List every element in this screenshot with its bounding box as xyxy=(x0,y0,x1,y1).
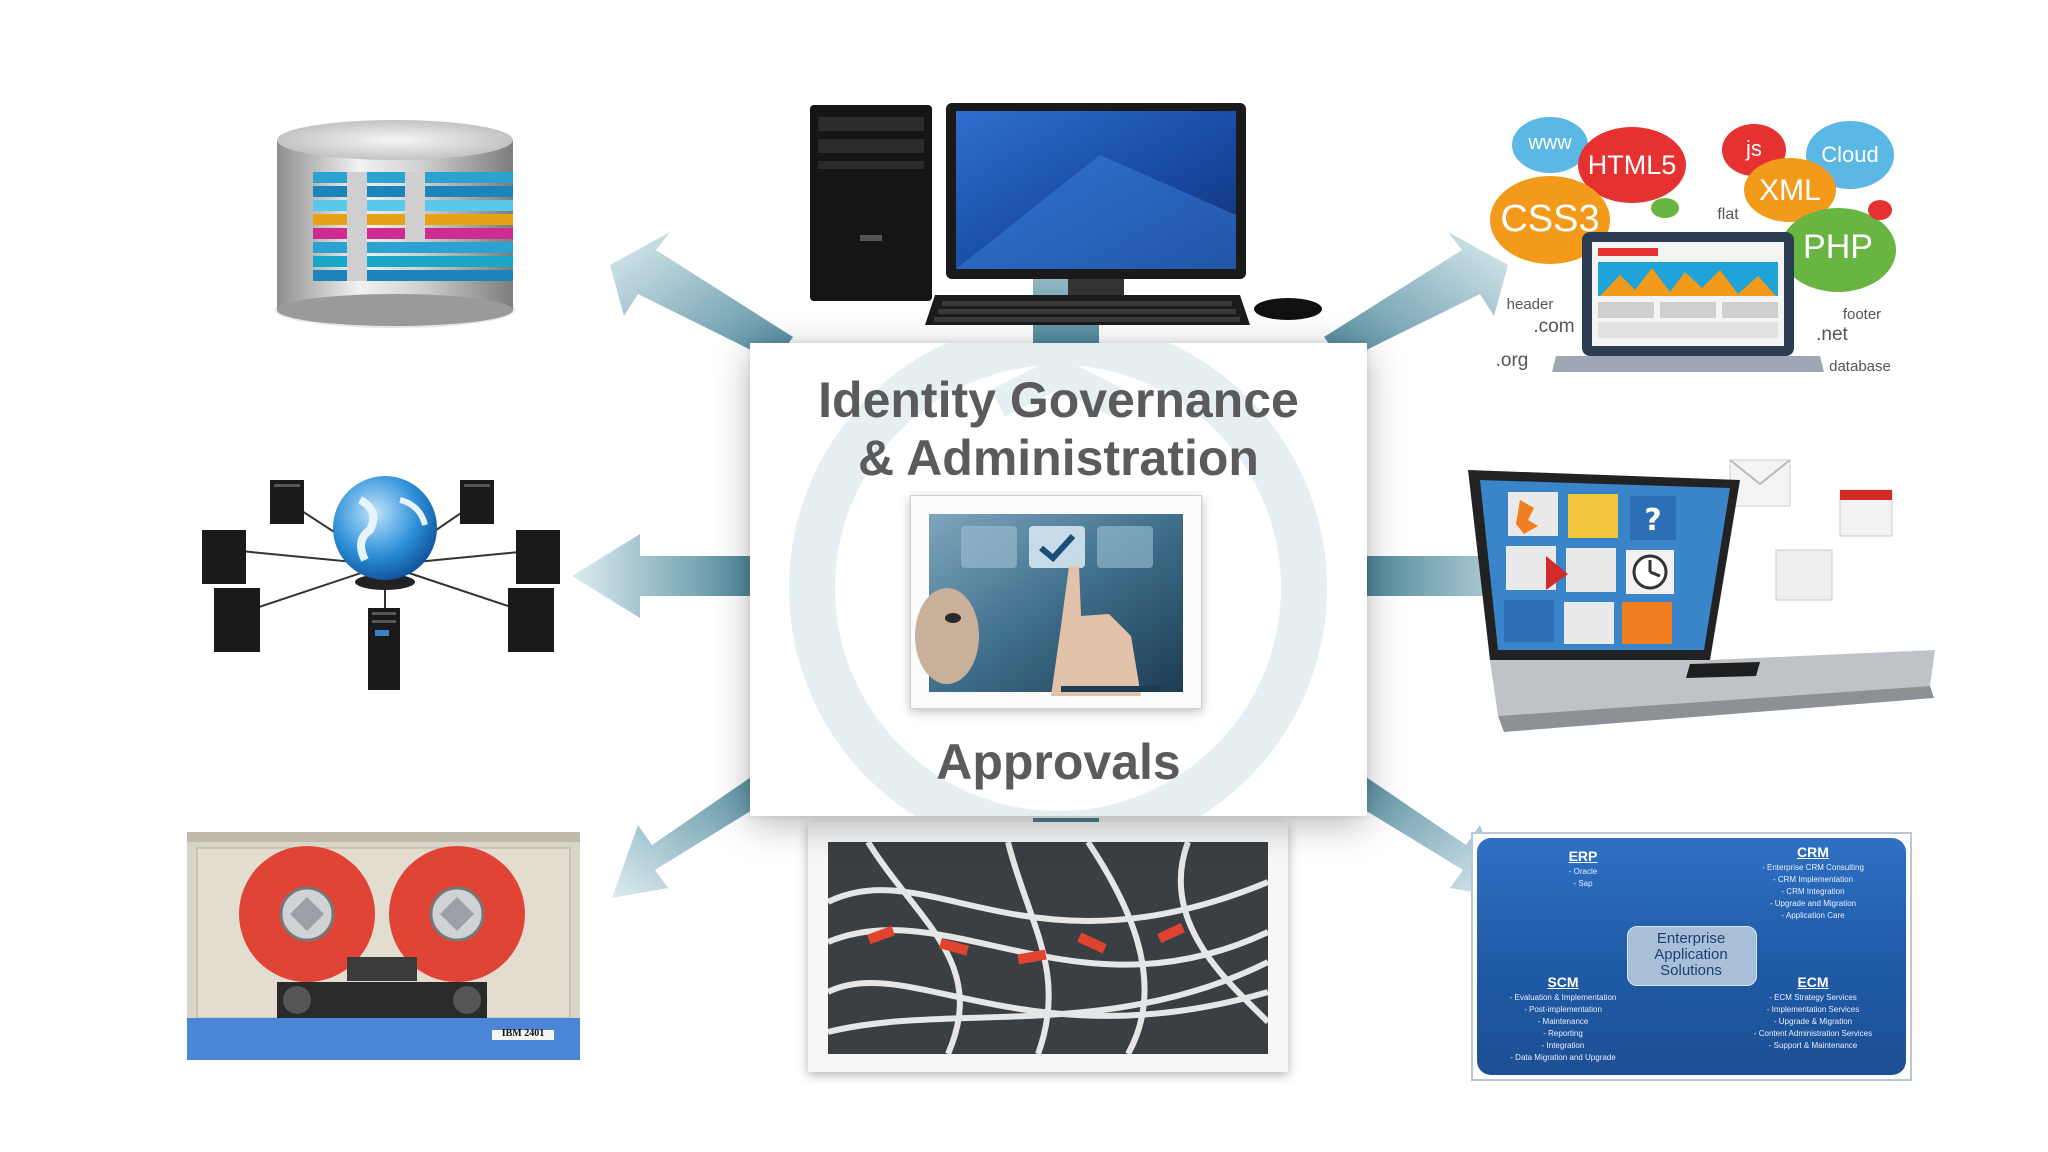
arrow-upper-left xyxy=(610,232,793,362)
enterprise-center-label-2: Application xyxy=(1654,946,1728,963)
center-card: Identity Governance & Administration App… xyxy=(750,343,1367,816)
web-technologies-cloud: www HTML5 js Cloud CSS3 XML flat PHP hea… xyxy=(1480,110,1900,390)
arrow-upper-right xyxy=(1324,232,1508,362)
title-line-1: Identity Governance xyxy=(818,372,1299,428)
crm-item: - Application Care xyxy=(1781,911,1845,920)
ecm-item: - Content Administration Services xyxy=(1753,1029,1873,1038)
tag-cloud: Cloud xyxy=(1821,142,1879,167)
ecm-item: - Support & Maintenance xyxy=(1768,1041,1858,1050)
power-ring-watermark xyxy=(789,343,1327,816)
approvals-caption: Approvals xyxy=(936,734,1181,790)
scm-item: - Data Migration and Upgrade xyxy=(1510,1053,1616,1062)
network-cables-photo xyxy=(808,822,1288,1072)
scm-title: SCM xyxy=(1547,974,1579,990)
cables-image xyxy=(828,842,1268,1054)
arrow-lower-left xyxy=(612,773,775,898)
scm-item: - Post-implementation xyxy=(1524,1005,1602,1014)
erp-item: - Sap xyxy=(1573,879,1593,888)
scm-item: - Reporting xyxy=(1543,1029,1583,1038)
tag-xml: XML xyxy=(1759,174,1821,207)
scm-item: - Evaluation & Implementation xyxy=(1509,993,1617,1002)
network-globe-icon xyxy=(202,476,560,690)
scm-item: - Maintenance xyxy=(1537,1017,1589,1026)
approval-photo-frame xyxy=(910,495,1202,709)
tag-html5: HTML5 xyxy=(1587,150,1677,180)
arrow-left xyxy=(572,534,750,618)
tape-reels-icon xyxy=(187,832,580,1060)
svg-text:?: ? xyxy=(1644,503,1661,538)
laptop-apps-icon: ? xyxy=(1468,459,1935,732)
crm-title: CRM xyxy=(1797,844,1829,860)
tag-net: .net xyxy=(1816,324,1848,345)
tape-model-label: IBM 2401 xyxy=(501,1028,545,1039)
tag-com: .com xyxy=(1533,316,1575,337)
ecm-title: ECM xyxy=(1797,974,1829,990)
tag-footer: footer xyxy=(1842,306,1882,323)
tag-www: www xyxy=(1528,132,1572,154)
ecm-item: - ECM Strategy Services xyxy=(1769,993,1857,1002)
enterprise-center-label-1: Enterprise xyxy=(1656,930,1726,947)
desktop-computer-icon xyxy=(810,103,1322,325)
crm-item: - CRM Implementation xyxy=(1772,875,1854,884)
crm-item: - CRM Integration xyxy=(1781,887,1845,896)
ecm-item: - Implementation Services xyxy=(1766,1005,1860,1014)
tag-flat: flat xyxy=(1717,206,1739,223)
database-icon xyxy=(275,120,515,328)
crm-item: - Upgrade and Migration xyxy=(1769,899,1857,908)
erp-item: - Oracle xyxy=(1568,867,1598,876)
scm-item: - Integration xyxy=(1541,1041,1585,1050)
tag-css3: CSS3 xyxy=(1500,198,1600,240)
tag-header: header xyxy=(1506,296,1554,313)
tag-js: js xyxy=(1746,136,1762,161)
arrow-lower-right xyxy=(1342,773,1506,898)
tag-database: database xyxy=(1829,358,1891,375)
title-line-2: & Administration xyxy=(858,430,1259,486)
enterprise-solutions-panel: Enterprise Application Solutions ERP - O… xyxy=(1471,832,1912,1081)
tag-org: .org xyxy=(1495,350,1529,371)
tag-php: PHP xyxy=(1803,228,1873,266)
enterprise-center-label-3: Solutions xyxy=(1660,962,1722,979)
web-tags-bubbles xyxy=(1490,117,1896,372)
ecm-item: - Upgrade & Migration xyxy=(1773,1017,1853,1026)
tape-drive-photo: IBM 2401 xyxy=(187,832,580,1060)
erp-title: ERP xyxy=(1568,848,1598,864)
crm-item: - Enterprise CRM Consulting xyxy=(1762,863,1864,872)
approval-touch-photo xyxy=(915,514,1183,696)
enterprise-center-badge xyxy=(1627,926,1757,986)
